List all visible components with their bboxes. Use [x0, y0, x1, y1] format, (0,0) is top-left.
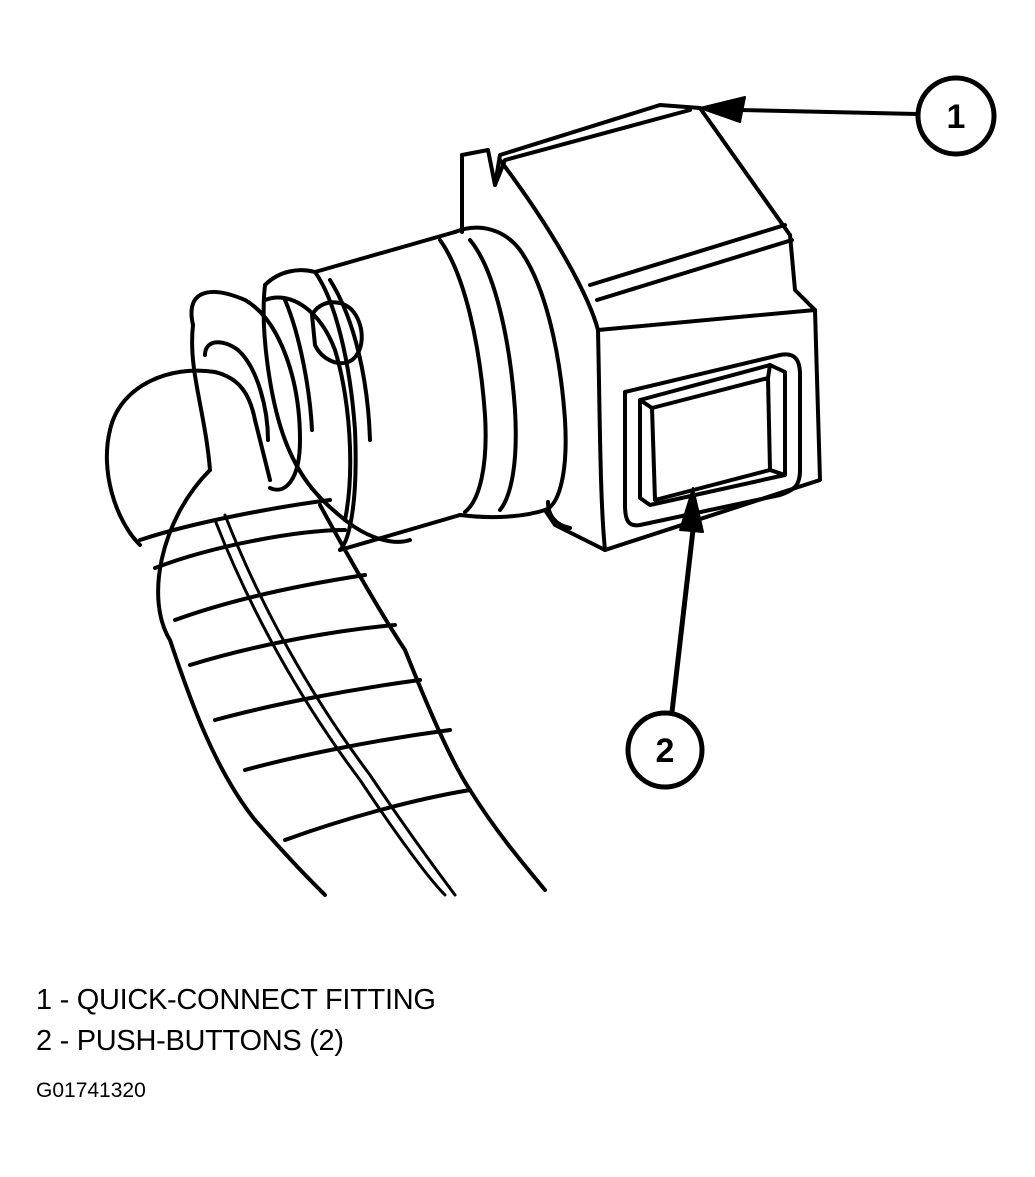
callout-2-circle: [625, 710, 705, 790]
fuel-hose: [104, 368, 547, 897]
connector-collar: [261, 230, 462, 552]
quick-connect-body: [438, 103, 822, 552]
callout-1-number: 1: [947, 98, 966, 136]
quick-connect-fitting-illustration: 1 2: [104, 75, 997, 897]
callout-1-leader: [738, 108, 920, 116]
legend-separator: -: [51, 984, 77, 1016]
legend-number: 1: [36, 984, 52, 1016]
legend-separator: -: [51, 1025, 77, 1057]
callout-2: 2: [625, 487, 705, 790]
legend: 1 - QUICK-CONNECT FITTING 2 - PUSH-BUTTO…: [36, 980, 436, 1062]
callout-2-arrowhead: [679, 487, 704, 533]
callout-2-leader: [669, 527, 696, 715]
legend-number: 2: [36, 1025, 52, 1057]
callout-1-circle: [915, 75, 997, 157]
callout-2-number: 2: [656, 732, 675, 770]
legend-text: QUICK-CONNECT FITTING: [76, 984, 436, 1016]
legend-text: PUSH-BUTTONS (2): [76, 1025, 344, 1057]
push-button: [623, 352, 802, 528]
legend-item-2: 2 - PUSH-BUTTONS (2): [36, 1021, 436, 1062]
hose-flange: [189, 290, 353, 522]
legend-item-1: 1 - QUICK-CONNECT FITTING: [36, 980, 436, 1021]
figure-id: G01741320: [36, 1079, 146, 1102]
callout-1: 1: [699, 75, 997, 157]
callout-1-arrowhead: [699, 96, 746, 123]
